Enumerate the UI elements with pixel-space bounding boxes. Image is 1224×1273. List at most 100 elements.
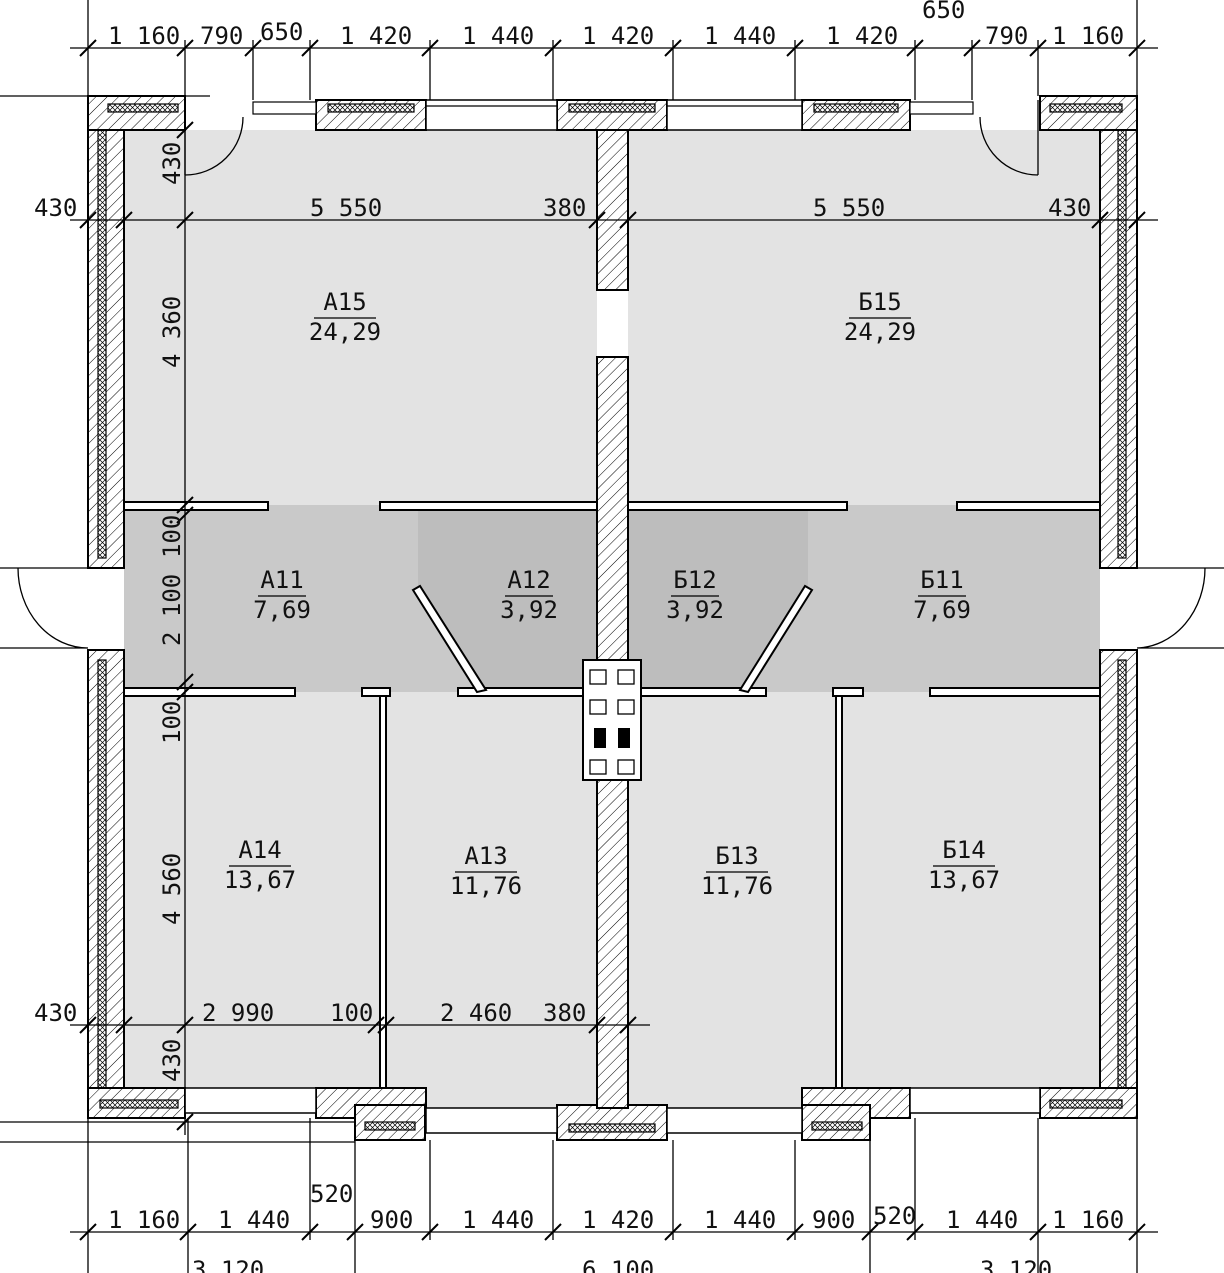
- dim-bottom: 1 440: [462, 1206, 534, 1234]
- partitions: [123, 501, 1101, 1089]
- svg-text:13,67: 13,67: [928, 866, 1000, 894]
- dim-left: 4 360: [158, 296, 186, 368]
- svg-text:А14: А14: [238, 836, 281, 864]
- svg-text:24,29: 24,29: [844, 318, 916, 346]
- dim-top: 1 420: [582, 22, 654, 50]
- door-swing-right: [1136, 567, 1224, 649]
- window: [184, 1087, 317, 1114]
- dim-left: 2 100: [158, 574, 186, 646]
- room-b14-fill: [842, 692, 1100, 1088]
- dim-lower: 2 990: [202, 999, 274, 1027]
- svg-text:А15: А15: [323, 288, 366, 316]
- window: [909, 101, 974, 115]
- dim-bottom: 1 160: [1052, 1206, 1124, 1234]
- dimension-texts-left: 430 4 360 100 2 100 100 4 560 430: [158, 142, 186, 1082]
- dim-lower: 2 460: [440, 999, 512, 1027]
- dim-bottom: 1 160: [108, 1206, 180, 1234]
- room-fills: [124, 130, 1100, 1112]
- dimension-texts-bottom: 1 160 1 440 520 900 1 440 1 420 1 440 90…: [108, 1180, 1124, 1273]
- dim-upper: 430: [1048, 194, 1091, 222]
- svg-text:3,92: 3,92: [500, 596, 558, 624]
- svg-text:Б13: Б13: [715, 842, 758, 870]
- dim-top: 1 440: [704, 22, 776, 50]
- door-swing-top-right: [979, 100, 1039, 176]
- dim-overall: 6 100: [582, 1256, 654, 1273]
- svg-text:13,67: 13,67: [224, 866, 296, 894]
- dim-top: 1 440: [462, 22, 534, 50]
- room-a12-fill: [418, 510, 597, 692]
- door-swing-left: [0, 567, 89, 649]
- dim-bottom: 1 420: [582, 1206, 654, 1234]
- dimension-lines: [0, 0, 1158, 1273]
- svg-text:Б11: Б11: [920, 566, 963, 594]
- dim-lower: 380: [543, 999, 586, 1027]
- dim-bottom: 1 440: [946, 1206, 1018, 1234]
- dim-bottom: 520: [310, 1180, 353, 1208]
- svg-text:А12: А12: [507, 566, 550, 594]
- dim-overall: 3 120: [192, 1256, 264, 1273]
- dim-upper: 5 550: [813, 194, 885, 222]
- dim-bottom: 1 440: [704, 1206, 776, 1234]
- windows: [184, 99, 1041, 1134]
- window: [666, 1107, 803, 1134]
- dim-left: 100: [158, 701, 186, 744]
- central-wall: [582, 129, 642, 1109]
- room-b12-fill: [628, 510, 808, 692]
- dim-overall: 3 120: [980, 1256, 1052, 1273]
- dim-bottom: 900: [370, 1206, 413, 1234]
- svg-text:А13: А13: [464, 842, 507, 870]
- dim-lower: 100: [330, 999, 373, 1027]
- svg-text:24,29: 24,29: [309, 318, 381, 346]
- svg-text:3,92: 3,92: [666, 596, 724, 624]
- dim-left: 4 560: [158, 853, 186, 925]
- window: [425, 99, 558, 131]
- svg-text:7,69: 7,69: [253, 596, 311, 624]
- ventilation-block: [582, 659, 642, 781]
- dimension-texts-inner: 430 5 550 380 5 550 430 430 2 990 100 2 …: [34, 194, 1091, 1027]
- dim-top: 650: [260, 18, 303, 46]
- dim-bottom: 900: [812, 1206, 855, 1234]
- dim-top: 650: [922, 0, 965, 24]
- dim-left: 430: [158, 142, 186, 185]
- window: [909, 1087, 1041, 1114]
- exterior-walls: [87, 95, 1138, 1141]
- dimension-texts-top: 1 160 790 650 1 420 1 440 1 420 1 440 1 …: [108, 0, 1124, 50]
- window: [252, 101, 317, 115]
- dim-bottom: 1 440: [218, 1206, 290, 1234]
- room-a13-fill: [386, 692, 597, 1112]
- room-b13-fill: [628, 692, 836, 1112]
- dim-left: 430: [158, 1039, 186, 1082]
- svg-text:11,76: 11,76: [701, 872, 773, 900]
- dim-top: 1 160: [1052, 22, 1124, 50]
- dim-upper: 5 550: [310, 194, 382, 222]
- dim-top: 1 420: [826, 22, 898, 50]
- dim-left: 100: [158, 515, 186, 558]
- dim-top: 790: [985, 22, 1028, 50]
- svg-text:11,76: 11,76: [450, 872, 522, 900]
- dim-upper: 380: [543, 194, 586, 222]
- room-a14-fill: [124, 692, 380, 1088]
- window: [425, 1107, 558, 1134]
- svg-text:Б14: Б14: [942, 836, 985, 864]
- svg-text:Б15: Б15: [858, 288, 901, 316]
- dim-top: 1 420: [340, 22, 412, 50]
- svg-text:Б12: Б12: [673, 566, 716, 594]
- dim-bottom: 520: [873, 1202, 916, 1230]
- dim-top: 1 160: [108, 22, 180, 50]
- dim-upper: 430: [34, 194, 77, 222]
- dim-lower: 430: [34, 999, 77, 1027]
- svg-text:А11: А11: [260, 566, 303, 594]
- window: [666, 99, 803, 131]
